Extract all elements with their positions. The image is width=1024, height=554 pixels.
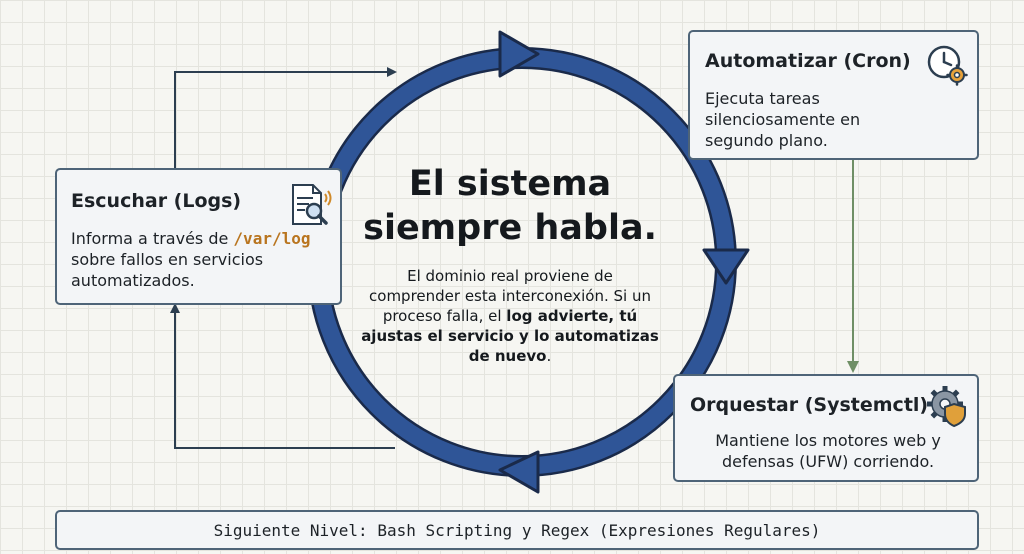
card-systemctl-title: Orquestar (Systemctl) [690, 394, 929, 416]
cycle-arrow-bottom [498, 450, 540, 494]
card-cron-title: Automatizar (Cron) [705, 50, 911, 72]
center-description: El dominio real proviene de comprender e… [360, 266, 660, 366]
center-description-emphasis: log advierte, tú ajustas el servicio y l… [361, 307, 659, 365]
center-title-line-1: El sistema [408, 164, 612, 204]
card-logs: Escuchar (Logs) Informa a través de /var… [55, 168, 342, 305]
document-search-icon [292, 184, 332, 225]
card-systemctl: Orquestar (Systemctl) Mantiene los motor… [673, 374, 979, 482]
center-description-end: . [546, 347, 552, 365]
cycle-arrow-top [498, 30, 540, 78]
card-systemctl-description: Mantiene los motores web y defensas (UFW… [715, 431, 941, 471]
footer-next-level: Siguiente Nivel: Bash Scripting y Regex … [55, 510, 979, 550]
connector-logs-to-cycle [174, 67, 397, 168]
center-description-text: El dominio real proviene de comprender e… [369, 267, 651, 325]
clock-gear-icon [927, 45, 968, 86]
cycle-arrow-right [702, 248, 750, 285]
gear-shield-icon [927, 386, 966, 428]
card-cron: Automatizar (Cron) Ejecuta tareas silenc… [688, 30, 979, 160]
card-logs-title: Escuchar (Logs) [71, 190, 242, 212]
card-logs-description: Informa a través de /var/log sobre fallo… [71, 228, 329, 291]
footer-label: Siguiente Nivel: Bash Scripting y Regex … [213, 520, 821, 540]
card-logs-path: /var/log [233, 229, 311, 248]
connector-cycle-to-logs [170, 303, 395, 449]
center-title-line-2: siempre habla. [363, 208, 657, 248]
cycle-ring-fill [309, 49, 735, 475]
card-logs-text-1: Informa a través de [71, 229, 234, 248]
card-cron-description: Ejecuta tareas silenciosamente en segund… [705, 89, 861, 150]
center-title: El sistema siempre habla. [360, 162, 660, 250]
card-logs-text-2: sobre fallos en servicios automatizados. [71, 250, 264, 290]
